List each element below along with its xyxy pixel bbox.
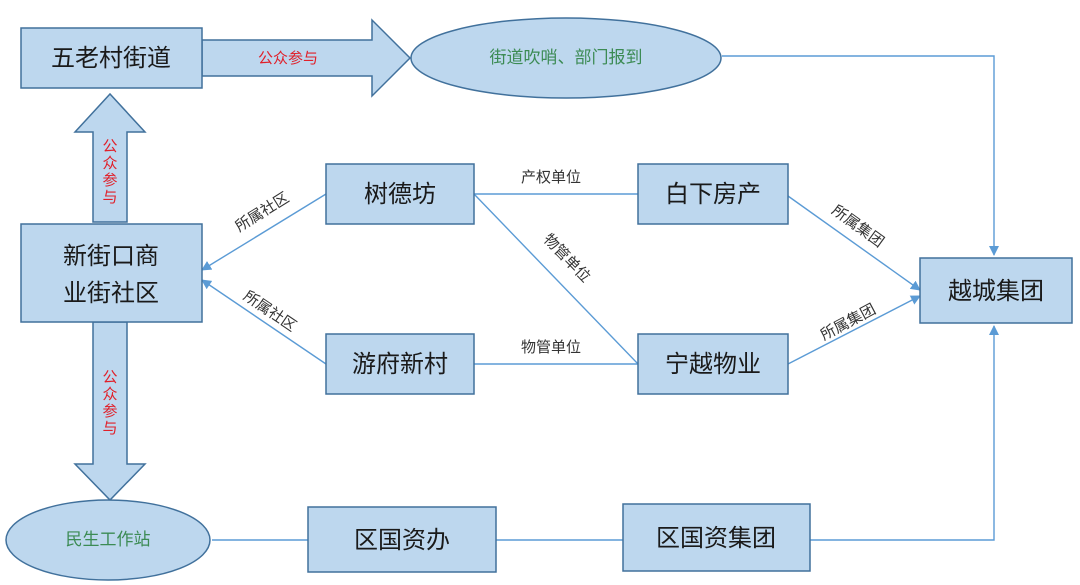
label-participation-down-char: 与 (102, 419, 117, 437)
label-wulaocun: 五老村街道 (51, 44, 171, 72)
node-district-state-asset-group (622, 503, 811, 572)
label-belongs-community-lower: 所属社区 (240, 287, 300, 335)
label-qugb: 区国资办 (354, 526, 450, 554)
participation-arrow-down (73, 321, 147, 502)
label-participation-up-char: 与 (102, 188, 117, 206)
label-participation-up-char: 众 (102, 154, 117, 172)
label-belongs-community-upper: 所属社区 (232, 188, 292, 235)
label-jiedao: 街道吹哨、部门报到 (490, 48, 643, 68)
label-participation-horizontal: 公众参与 (258, 49, 318, 67)
label-property-management-diagonal: 物管单位 (540, 230, 595, 286)
label-participation-down-char: 众 (102, 385, 117, 403)
node-yuecheng-group (919, 257, 1073, 324)
participation-arrow-right (201, 18, 412, 98)
node-shudefang (325, 163, 475, 225)
connector-jiedao-to-yuecheng (722, 55, 999, 256)
participation-arrow-up (73, 92, 147, 223)
label-qugj: 区国资集团 (656, 524, 776, 552)
node-youfuxincun (325, 333, 475, 395)
label-property-management-horizontal: 物管单位 (521, 338, 581, 356)
label-youfuxincun: 游府新村 (352, 350, 448, 378)
node-ningyue-property-mgmt (637, 333, 789, 395)
node-jiedao-whistle-ellipse (410, 17, 722, 99)
node-district-sasac-office (307, 506, 497, 573)
label-property-owner: 产权单位 (521, 168, 581, 186)
label-ningyue: 宁越物业 (665, 350, 761, 378)
label-shudefang: 树德坊 (364, 180, 436, 208)
node-xinjiekou-community (20, 223, 203, 323)
label-xinjiekou-line1: 新街口商 (63, 242, 159, 270)
connector-qugj-to-yuecheng (810, 325, 999, 541)
label-participation-up-char: 参 (102, 171, 117, 189)
connector-baixia-to-yuecheng (787, 195, 921, 291)
label-minsheng: 民生工作站 (66, 530, 151, 550)
label-yuecheng: 越城集团 (948, 277, 1044, 305)
node-wulaocun-street (20, 27, 203, 89)
connector-shudefang-to-xinjiekou (201, 193, 327, 271)
label-participation-up-char: 公 (102, 137, 117, 155)
label-baixia: 白下房产 (665, 180, 761, 208)
node-baixia-property (637, 163, 789, 225)
node-minsheng-station-ellipse (5, 499, 211, 581)
label-participation-down-char: 公 (102, 368, 117, 386)
connector-youfu-to-xinjiekou (201, 279, 327, 365)
label-participation-down-char: 参 (102, 402, 117, 420)
label-belongs-group-upper: 所属集团 (828, 201, 887, 251)
connector-ningyue-to-yuecheng (787, 295, 921, 365)
label-xinjiekou-line2: 业街社区 (63, 279, 159, 307)
connector-shudefang-ningyue (473, 193, 639, 365)
